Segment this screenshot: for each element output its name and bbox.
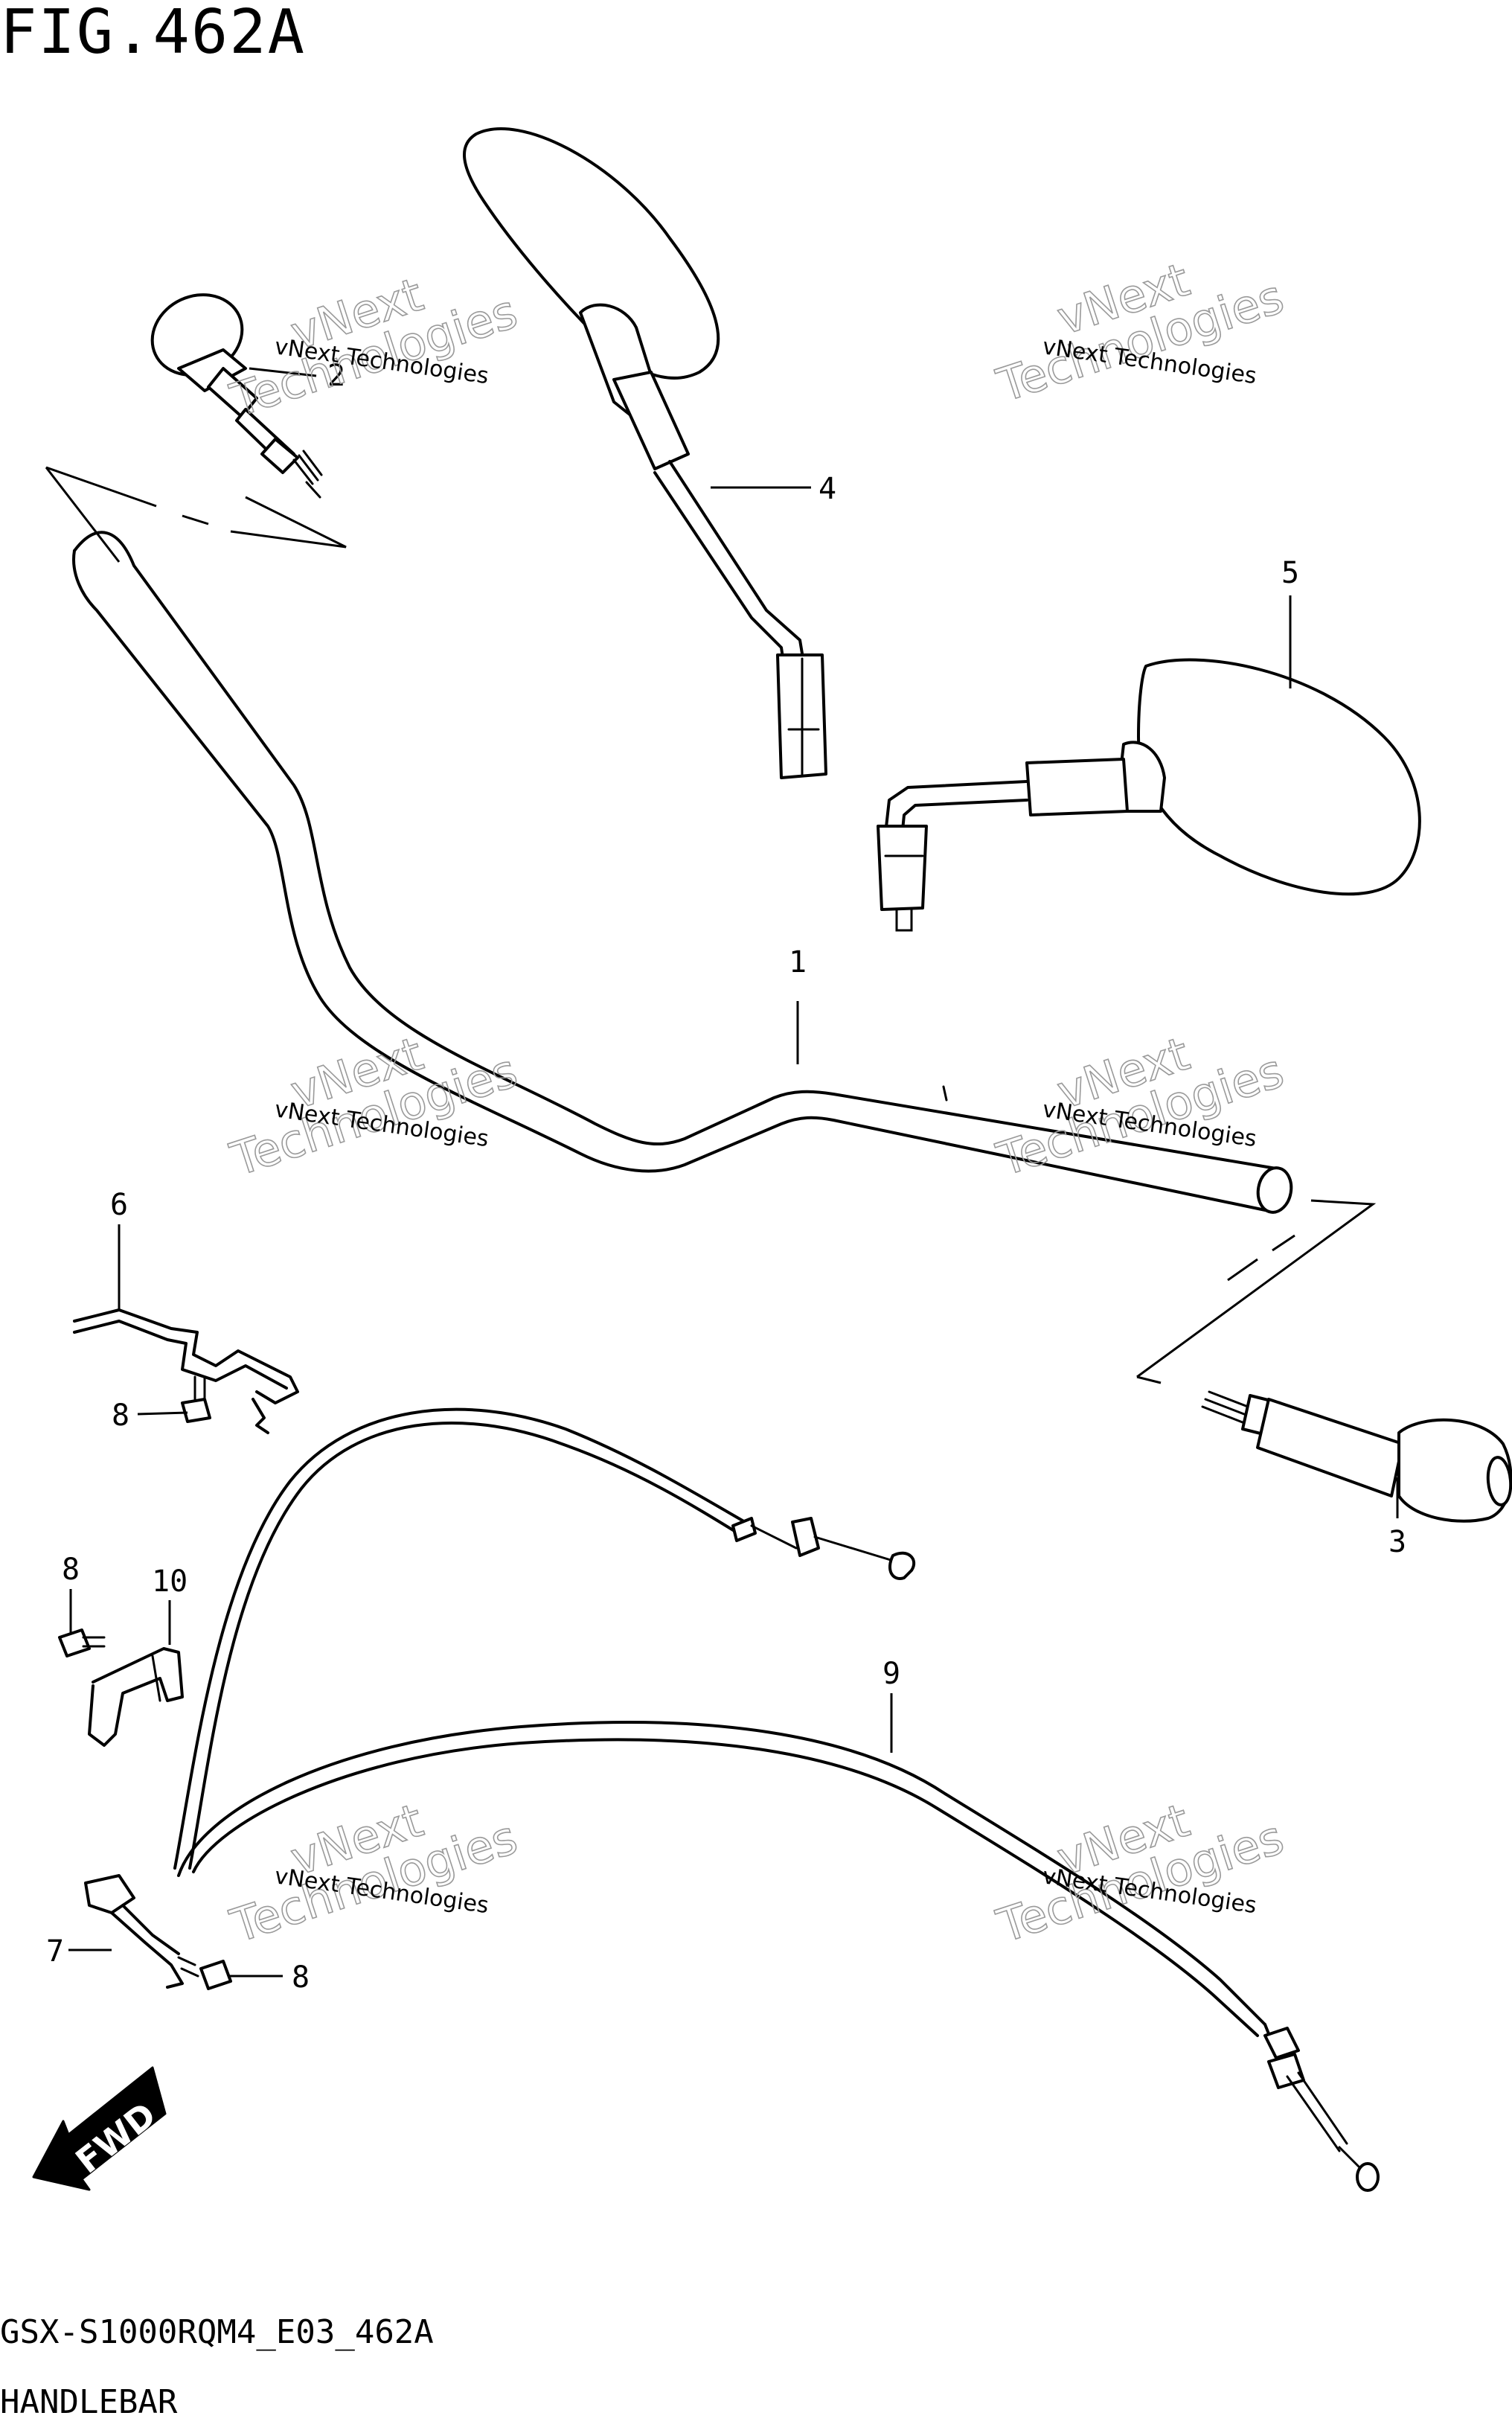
- leader-lines: [68, 367, 1399, 1978]
- callout-8b: 8: [62, 1553, 80, 1587]
- callout-8a: 8: [112, 1398, 129, 1433]
- watermark-bottom-right: vNext Technologies vNext Technologies: [990, 1792, 1290, 1954]
- throttle-cable-lower: [177, 1721, 1380, 2192]
- assembly-bracket-left: [45, 466, 347, 563]
- cable-clamp-6: [73, 1308, 299, 1434]
- bolt-lower: [177, 1956, 232, 1990]
- callout-4: 4: [819, 472, 836, 506]
- bolt-upper: [181, 1375, 211, 1423]
- callout-9: 9: [882, 1657, 900, 1691]
- mirror-right: [877, 658, 1421, 932]
- figure-name: HANDLEBAR: [0, 2383, 178, 2421]
- callout-10: 10: [152, 1564, 188, 1599]
- bar-end-weight-right: [1136, 1199, 1512, 1523]
- callout-labels: 2 4 5 1 3 6 8 8 10 9 7 8: [46, 359, 1406, 1995]
- watermark-top-left: vNext Technologies vNext Technologies: [223, 266, 524, 428]
- watermark-top-right: vNext Technologies vNext Technologies: [990, 252, 1290, 413]
- callout-2: 2: [327, 359, 345, 393]
- model-code: GSX-S1000RQM4_E03_462A: [0, 2313, 434, 2351]
- figure-title: FIG.462A: [0, 0, 306, 68]
- bar-end-weight-left: [150, 293, 323, 499]
- cable-clamp-7: [84, 1874, 184, 1989]
- callout-1: 1: [789, 945, 807, 979]
- watermark-mid-left: vNext Technologies vNext Technologies: [223, 1026, 524, 1187]
- handlebar-part: [72, 531, 1293, 1214]
- callout-8c: 8: [292, 1960, 310, 1995]
- callout-5: 5: [1281, 556, 1299, 590]
- bolt-middle: [58, 1628, 106, 1657]
- mirror-left: [463, 127, 827, 779]
- callout-3: 3: [1388, 1525, 1406, 1559]
- throttle-cable-upper: [173, 1407, 916, 1870]
- callout-7: 7: [46, 1934, 64, 1969]
- watermark-bottom-left: vNext Technologies vNext Technologies: [223, 1792, 524, 1954]
- callout-6: 6: [110, 1188, 128, 1222]
- forward-direction-arrow: FWD: [32, 2066, 167, 2191]
- cable-clamp-10: [88, 1647, 184, 1747]
